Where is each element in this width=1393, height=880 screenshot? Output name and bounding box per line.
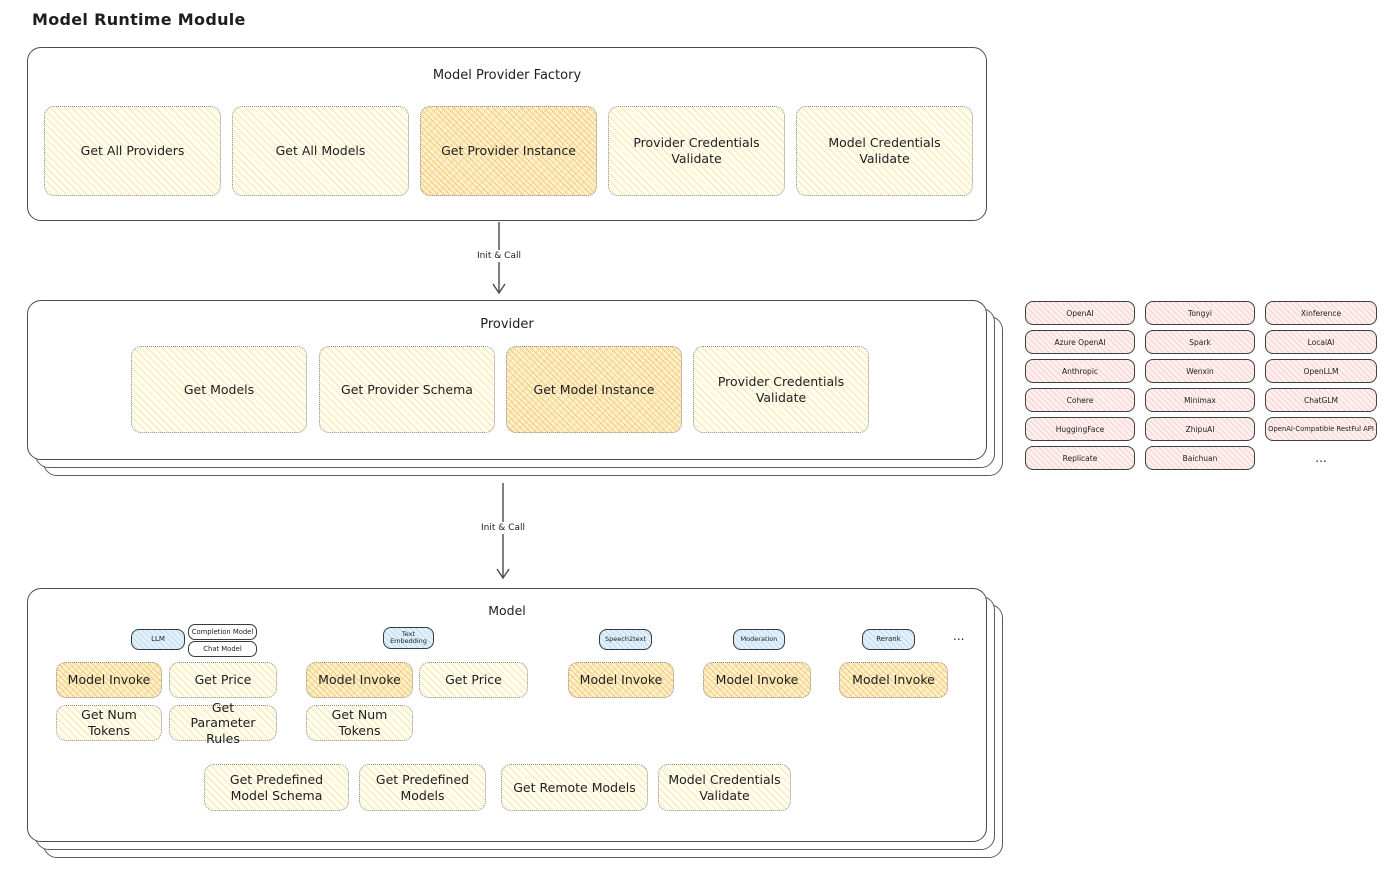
tabs-more-ellipsis: ... — [953, 629, 965, 643]
factory-panel-title: Model Provider Factory — [432, 68, 582, 83]
factory-op-get-provider-instance: Get Provider Instance — [420, 106, 597, 196]
embedding-get-price: Get Price — [419, 662, 528, 698]
factory-op-provider-credentials-validate: Provider Credentials Validate — [608, 106, 785, 196]
factory-op-get-all-providers: Get All Providers — [44, 106, 221, 196]
get-predefined-models: Get Predefined Models — [359, 764, 486, 811]
init-call-label-2: Init & Call — [458, 522, 548, 534]
provider-op-get-model-instance: Get Model Instance — [506, 346, 682, 433]
provider-cell-zhipuai: ZhipuAI — [1145, 417, 1255, 441]
get-predefined-model-schema: Get Predefined Model Schema — [204, 764, 349, 811]
tab-moderation: Moderation — [733, 629, 785, 650]
llm-get-parameter-rules: Get Parameter Rules — [169, 700, 277, 746]
provider-cell-minimax: Minimax — [1145, 388, 1255, 412]
factory-op-model-credentials-validate: Model Credentials Validate — [796, 106, 973, 196]
provider-cell-more-ellipsis: ... — [1315, 451, 1327, 465]
model-panel: Model LLM Completion Model Chat Model Te… — [27, 588, 987, 842]
provider-cell-cohere: Cohere — [1025, 388, 1135, 412]
provider-list-grid: OpenAI Tongyi Xinference Azure OpenAI Sp… — [1025, 301, 1377, 470]
llm-get-num-tokens: Get Num Tokens — [56, 705, 162, 741]
llm-get-price: Get Price — [169, 662, 277, 698]
provider-cell-azure-openai: Azure OpenAI — [1025, 330, 1135, 354]
rerank-model-invoke: Model Invoke — [839, 662, 948, 698]
embedding-get-num-tokens: Get Num Tokens — [306, 705, 413, 741]
page-title: Model Runtime Module — [32, 10, 246, 29]
factory-panel: Model Provider Factory Get All Providers… — [27, 47, 987, 221]
provider-cell-localai: LocalAI — [1265, 330, 1377, 354]
tab-speech2text: Speech2text — [599, 629, 652, 650]
provider-panel: Provider Get Models Get Provider Schema … — [27, 300, 987, 460]
provider-panel-title: Provider — [480, 317, 534, 332]
provider-cell-tongyi: Tongyi — [1145, 301, 1255, 325]
model-panel-title: Model — [488, 603, 526, 618]
provider-cell-wenxin: Wenxin — [1145, 359, 1255, 383]
provider-cell-xinference: Xinference — [1265, 301, 1377, 325]
tab-llm: LLM — [131, 629, 185, 650]
tab-text-embedding: Text Embedding — [383, 627, 434, 649]
speech2text-model-invoke: Model Invoke — [568, 662, 674, 698]
provider-cell-huggingface: HuggingFace — [1025, 417, 1135, 441]
provider-op-get-models: Get Models — [131, 346, 307, 433]
provider-cell-anthropic: Anthropic — [1025, 359, 1135, 383]
init-call-label-1: Init & Call — [454, 250, 544, 262]
provider-cell-openai-compatible-restful-api: OpenAI-Compatible RestFul API — [1265, 417, 1377, 441]
model-credentials-validate: Model Credentials Validate — [658, 764, 791, 811]
provider-op-provider-credentials-validate: Provider Credentials Validate — [693, 346, 869, 433]
tab-chat-model: Chat Model — [188, 641, 257, 657]
factory-op-get-all-models: Get All Models — [232, 106, 409, 196]
provider-cell-chatglm: ChatGLM — [1265, 388, 1377, 412]
llm-model-invoke: Model Invoke — [56, 662, 162, 698]
get-remote-models: Get Remote Models — [501, 764, 648, 811]
provider-cell-replicate: Replicate — [1025, 446, 1135, 470]
tab-completion-model: Completion Model — [188, 624, 257, 640]
provider-cell-spark: Spark — [1145, 330, 1255, 354]
embedding-model-invoke: Model Invoke — [306, 662, 413, 698]
provider-cell-openllm: OpenLLM — [1265, 359, 1377, 383]
provider-cell-baichuan: Baichuan — [1145, 446, 1255, 470]
provider-op-get-provider-schema: Get Provider Schema — [319, 346, 495, 433]
provider-cell-openai: OpenAI — [1025, 301, 1135, 325]
tab-rerank: Rerank — [862, 629, 915, 650]
moderation-model-invoke: Model Invoke — [703, 662, 811, 698]
